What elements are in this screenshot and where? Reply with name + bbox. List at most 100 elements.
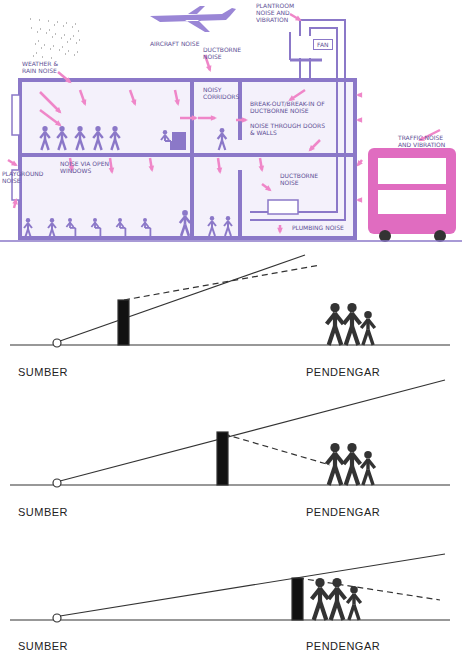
stroke: [222, 134, 226, 140]
arrow-head: [131, 99, 136, 106]
raindrop: [59, 49, 60, 51]
stroke: [45, 139, 49, 150]
arrow-head: [206, 65, 211, 72]
stroke: [337, 589, 345, 600]
barrier-diagram: [10, 255, 450, 622]
shape: [330, 443, 339, 452]
stroke: [335, 466, 341, 485]
person-figure: [91, 218, 100, 236]
stroke: [368, 320, 375, 329]
arrow-head: [192, 115, 198, 121]
raindrop: [62, 46, 63, 48]
raindrop: [39, 19, 40, 21]
arrow-head: [259, 165, 265, 172]
raindrop: [77, 51, 78, 53]
arrow-head: [217, 168, 223, 174]
raindrop: [44, 44, 45, 46]
shape: [226, 216, 230, 220]
shape: [112, 126, 117, 131]
raindrop: [48, 20, 49, 22]
noise-label: WEATHER & RAIN NOISE: [22, 60, 72, 74]
shape: [330, 303, 339, 312]
shape: [347, 303, 356, 312]
window: [12, 95, 20, 200]
person-figure: [327, 303, 344, 345]
shape: [163, 130, 167, 134]
duct: [250, 20, 345, 220]
shape: [26, 218, 30, 222]
noise-label: DUCTBORNE NOISE: [280, 172, 332, 186]
shape: [93, 218, 97, 222]
diagram-label: PENDENGAR: [306, 506, 380, 518]
stroke: [352, 466, 358, 485]
arrow-head: [109, 168, 115, 174]
person-figure: [344, 303, 361, 345]
raindrop: [68, 50, 69, 52]
stroke: [222, 140, 225, 150]
stroke: [337, 601, 343, 620]
fan-label: FAN: [317, 41, 329, 48]
stroke: [368, 470, 373, 485]
stroke: [28, 223, 32, 228]
shape: [347, 443, 356, 452]
raindrop: [57, 21, 58, 23]
stroke: [335, 454, 343, 465]
diagram-label: PENDENGAR: [306, 640, 380, 652]
shape: [350, 586, 358, 594]
stroke: [185, 224, 189, 236]
stroke: [185, 217, 190, 224]
stroke: [335, 326, 341, 345]
stroke: [320, 589, 328, 600]
raindrop: [79, 39, 80, 41]
arrow-head: [265, 185, 272, 191]
building: [20, 80, 355, 238]
stroke: [95, 223, 99, 228]
raindrop: [66, 22, 67, 24]
arrow-head: [356, 92, 362, 98]
raindrop: [61, 37, 62, 39]
raindrop: [65, 53, 66, 55]
raindrop: [36, 52, 37, 54]
stroke: [80, 132, 85, 138]
person-figure: [224, 216, 232, 236]
stroke: [120, 223, 124, 228]
person-figure: [312, 578, 329, 620]
stroke: [228, 227, 231, 236]
arrow-head: [356, 117, 362, 123]
noise-label: PLANTROOM NOISE AND VIBRATION: [256, 2, 300, 23]
raindrop: [74, 54, 75, 56]
diagram-label: PENDENGAR: [306, 366, 380, 378]
arrow-head: [357, 160, 363, 167]
arrow-head: [211, 115, 217, 121]
raindrop: [63, 25, 64, 27]
stroke: [70, 223, 74, 228]
raindrop: [38, 40, 39, 42]
stroke: [98, 139, 102, 150]
noise-label: PLUMBING NOISE: [292, 224, 346, 231]
stroke: [45, 132, 50, 138]
arrow-head: [174, 99, 180, 106]
raindrop: [37, 31, 38, 33]
shape: [50, 218, 54, 222]
raindrop: [51, 57, 52, 59]
stroke: [75, 228, 77, 236]
person-figure: [329, 578, 346, 620]
shape: [143, 218, 147, 222]
raindrop: [33, 55, 34, 57]
stroke: [368, 460, 375, 469]
bus: [368, 148, 456, 242]
person-figure: [93, 126, 103, 150]
raindrop: [46, 32, 47, 34]
stroke: [352, 454, 360, 465]
stroke: [354, 595, 361, 604]
arrow-head: [12, 198, 17, 205]
shape: [59, 126, 64, 131]
stroke: [352, 314, 360, 325]
raindrop: [35, 43, 36, 45]
raindrop: [73, 35, 74, 37]
person-figure: [66, 218, 75, 236]
raindrop: [75, 23, 76, 25]
person-figure: [180, 210, 190, 236]
noise-label: PLAYGROUND NOISE: [2, 170, 36, 184]
